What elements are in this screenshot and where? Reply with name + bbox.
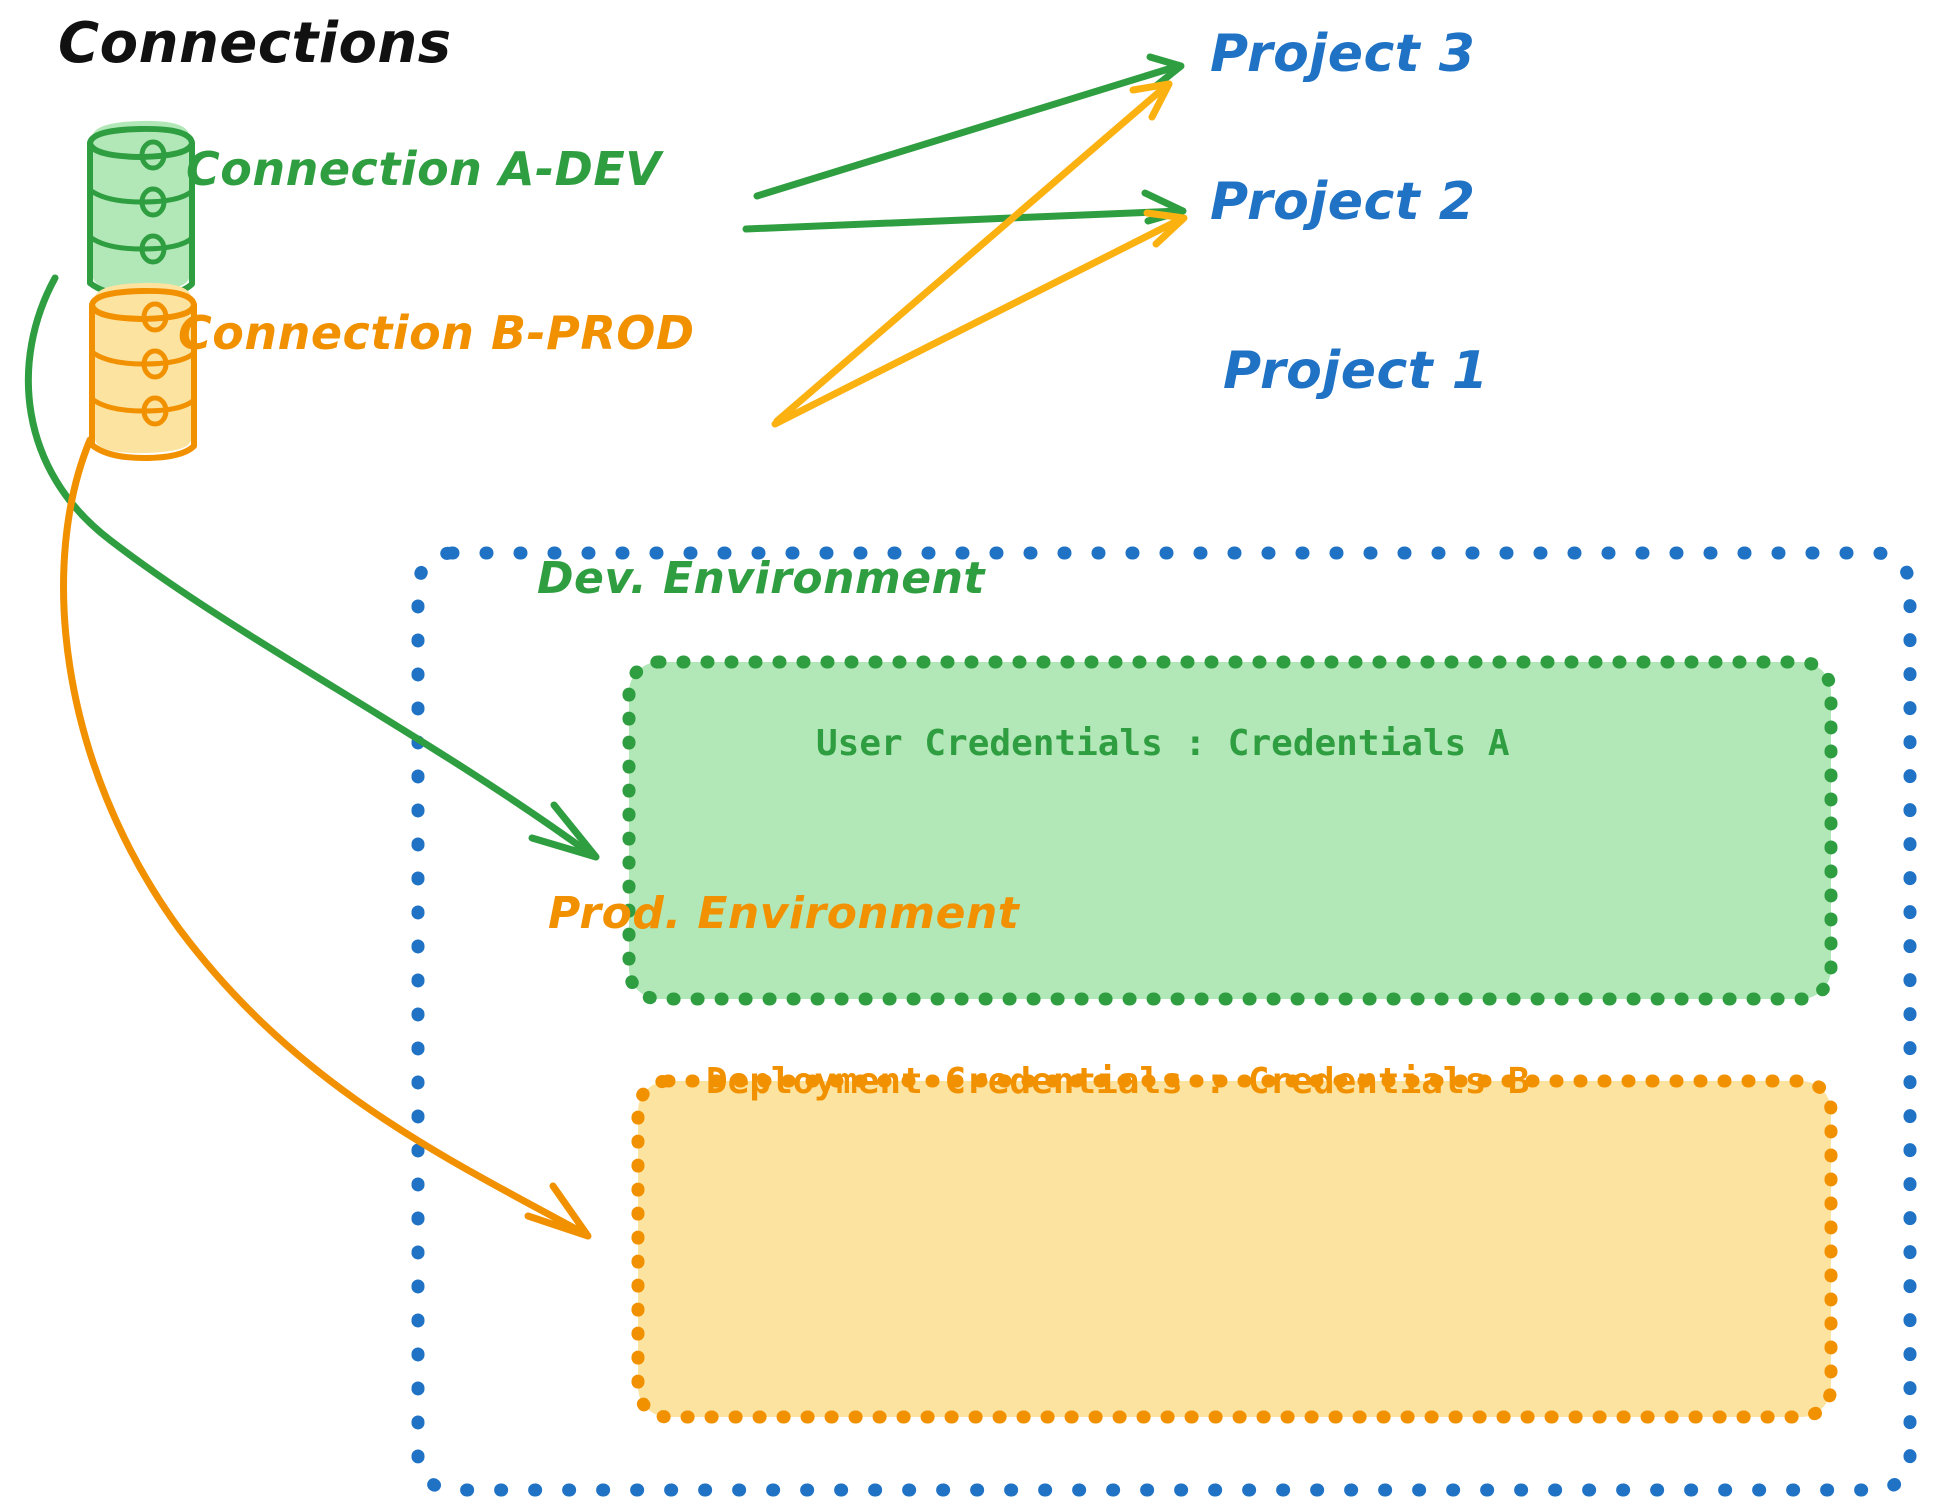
edge-a-dev-to-dev-environment <box>24 274 600 861</box>
dev-environment-title: Dev. Environment <box>537 553 985 604</box>
edge-a-dev-to-project-3 <box>753 53 1185 200</box>
edge-b-prod-to-project-3 <box>773 80 1173 425</box>
prod-environment-title: Prod. Environment <box>548 888 1020 939</box>
project-2-label[interactable]: Project 2 <box>1210 172 1476 232</box>
prod-environment-box[interactable] <box>631 1074 1838 1424</box>
connection-b-prod-database-icon[interactable] <box>89 282 197 462</box>
page-title: Connections <box>58 11 452 76</box>
project-1-label[interactable]: Project 1 <box>1223 341 1489 401</box>
connection-b-prod-label[interactable]: Connection B-PROD <box>178 306 695 360</box>
prod-environment-credentials: Deployment Credentials : Credentials B <box>706 1061 1530 1102</box>
connection-a-dev-database-icon[interactable] <box>87 120 195 300</box>
connection-a-dev-label[interactable]: Connection A-DEV <box>186 142 662 196</box>
edge-b-prod-to-project-2 <box>771 209 1188 428</box>
project-3-label[interactable]: Project 3 <box>1210 24 1476 84</box>
edge-b-prod-to-prod-environment <box>60 436 592 1240</box>
project-1-container <box>411 546 1917 1497</box>
dev-environment-box[interactable] <box>622 655 1838 1006</box>
edge-a-dev-to-project-2 <box>742 189 1187 233</box>
dev-environment-credentials: User Credentials : Credentials A <box>816 723 1510 764</box>
